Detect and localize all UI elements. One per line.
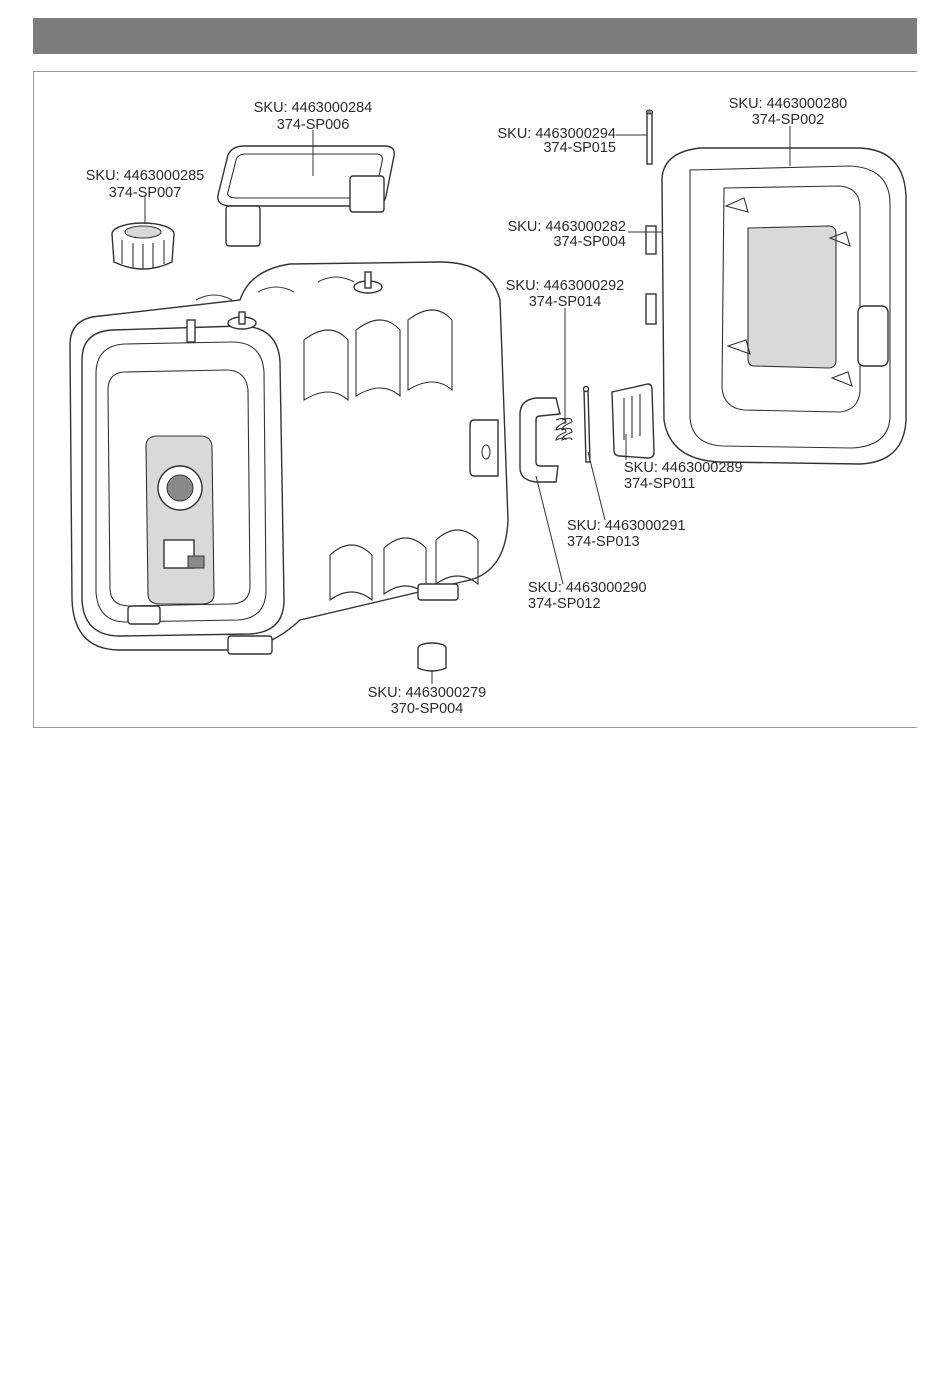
label-sku-282: SKU: 4463000282 374-SP004 <box>507 219 626 250</box>
label-sku-280: SKU: 4463000280 374-SP002 <box>729 96 848 128</box>
part-code-label: 374-SP006 <box>277 117 350 133</box>
exploded-parts-diagram: SKU: 4463000284 374-SP006 SKU: 446300028… <box>0 0 950 740</box>
pin-part <box>584 387 591 463</box>
part-code-label: 374-SP004 <box>553 234 626 250</box>
sku-label: SKU: 4463000280 <box>729 96 848 112</box>
knob-part <box>112 223 174 269</box>
sku-label: SKU: 4463000291 <box>567 518 686 534</box>
sku-label: SKU: 4463000292 <box>506 278 625 294</box>
sku-label: SKU: 4463000282 <box>507 219 626 235</box>
label-sku-285: SKU: 4463000285 374-SP007 <box>86 168 205 201</box>
part-code-label: 374-SP013 <box>567 534 640 550</box>
sku-label: SKU: 4463000290 <box>528 580 647 596</box>
label-sku-292: SKU: 4463000292 374-SP014 <box>506 278 625 310</box>
u-bracket-part <box>520 398 560 482</box>
spring-part <box>556 418 572 440</box>
part-code-label: 374-SP012 <box>528 596 601 612</box>
latch-part <box>612 384 654 458</box>
label-sku-290: SKU: 4463000290 374-SP012 <box>528 580 647 612</box>
sku-label: SKU: 4463000285 <box>86 168 205 184</box>
rod-part <box>647 110 653 164</box>
sku-label: SKU: 4463000284 <box>254 100 373 116</box>
label-sku-284: SKU: 4463000284 374-SP006 <box>254 100 373 133</box>
part-code-label: 374-SP015 <box>543 140 616 156</box>
part-code-label: 374-SP014 <box>529 294 602 310</box>
label-sku-279: SKU: 4463000279 370-SP004 <box>368 685 487 717</box>
part-code-label: 374-SP007 <box>109 185 182 201</box>
main-housing <box>70 262 508 654</box>
foot-part <box>418 643 446 671</box>
sku-label: SKU: 4463000289 <box>624 460 743 476</box>
label-sku-289: SKU: 4463000289 374-SP011 <box>624 460 743 492</box>
part-code-label: 370-SP004 <box>391 701 464 717</box>
handle-part <box>218 146 395 246</box>
part-code-label: 374-SP002 <box>752 112 825 128</box>
label-sku-291: SKU: 4463000291 374-SP013 <box>567 518 686 550</box>
label-sku-294: SKU: 4463000294 374-SP015 <box>497 126 616 156</box>
part-code-label: 374-SP011 <box>624 476 695 492</box>
sku-label: SKU: 4463000279 <box>368 685 487 701</box>
door-part <box>662 148 906 464</box>
